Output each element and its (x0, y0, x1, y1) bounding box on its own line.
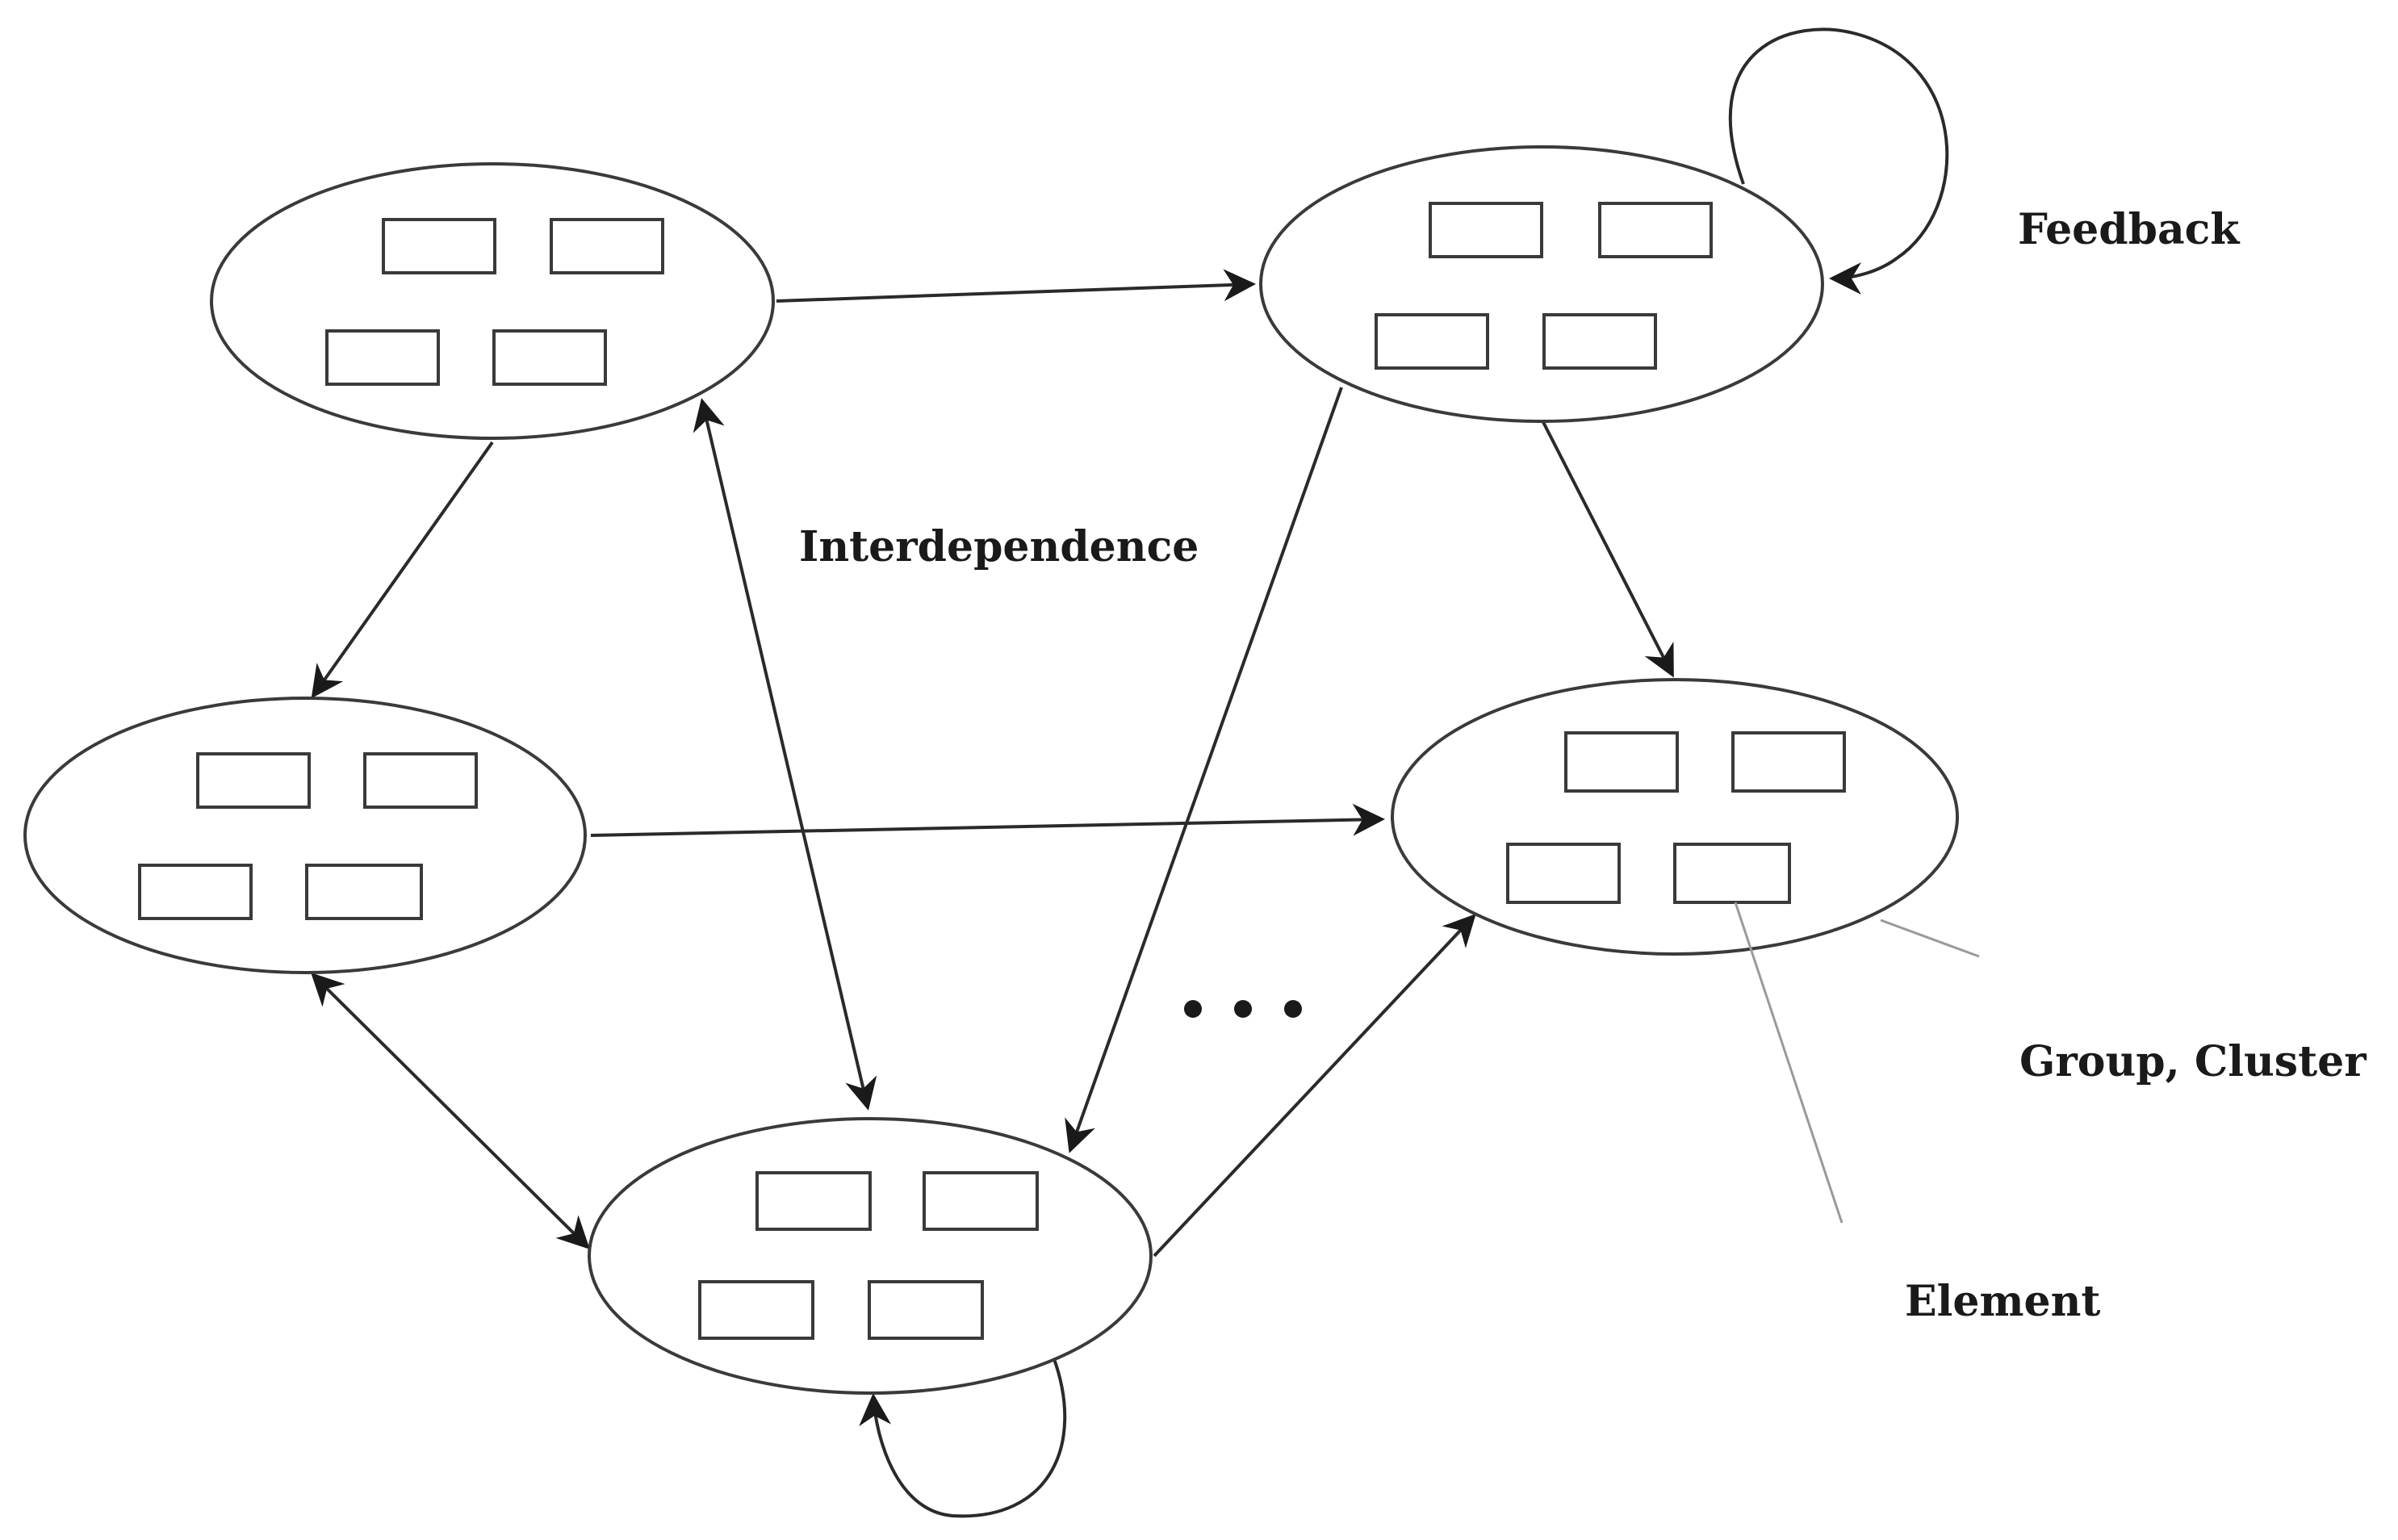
cluster-bottom (588, 1117, 1153, 1395)
group-cluster-label: Group, Cluster (2019, 1037, 2367, 1086)
element-box (492, 329, 607, 386)
element-box (325, 329, 440, 386)
self-loop-bottom (859, 1356, 1067, 1518)
leader-element (1734, 902, 1843, 1224)
element-box (1731, 731, 1846, 793)
feedback-loop-top-right (1728, 27, 1949, 295)
element-box (382, 218, 496, 274)
cluster-top-left (210, 162, 775, 440)
leader-lines (1734, 902, 1980, 1224)
element-label: Element (1905, 1277, 2100, 1326)
element-box (923, 1171, 1039, 1231)
edge-top-left-bottom-bidirectional (693, 398, 877, 1111)
edges (311, 27, 1949, 1518)
element-box (698, 1280, 814, 1340)
element-box (363, 752, 478, 809)
edge-mid-left-bottom-bidirectional (311, 973, 590, 1249)
element-box (196, 752, 311, 809)
element-box (1598, 202, 1713, 258)
cluster-mid-right (1391, 678, 1959, 956)
ellipsis-dots (1184, 1000, 1302, 1018)
element-box (138, 864, 253, 920)
edge-top-left-to-top-right (776, 269, 1256, 303)
element-box (1673, 843, 1791, 904)
interdependence-label: Interdependence (799, 522, 1199, 571)
element-box (1506, 843, 1621, 904)
element-box (1564, 731, 1679, 793)
cluster-top-right (1259, 145, 1824, 423)
element-box (305, 864, 423, 920)
edge-top-right-to-mid-right (1542, 421, 1674, 678)
element-box (550, 218, 664, 274)
element-box (868, 1280, 984, 1340)
edge-top-left-to-mid-left (311, 441, 494, 699)
element-box (1429, 202, 1543, 258)
edge-top-right-to-bottom (1065, 387, 1343, 1153)
element-box (755, 1171, 872, 1231)
feedback-label: Feedback (2018, 205, 2240, 254)
edge-mid-left-to-mid-right (590, 803, 1385, 837)
edge-bottom-to-mid-right (1153, 914, 1476, 1258)
leader-group-cluster (1880, 919, 1980, 958)
element-box (1375, 313, 1489, 370)
element-box (1542, 313, 1657, 370)
cluster-mid-left (23, 697, 587, 974)
